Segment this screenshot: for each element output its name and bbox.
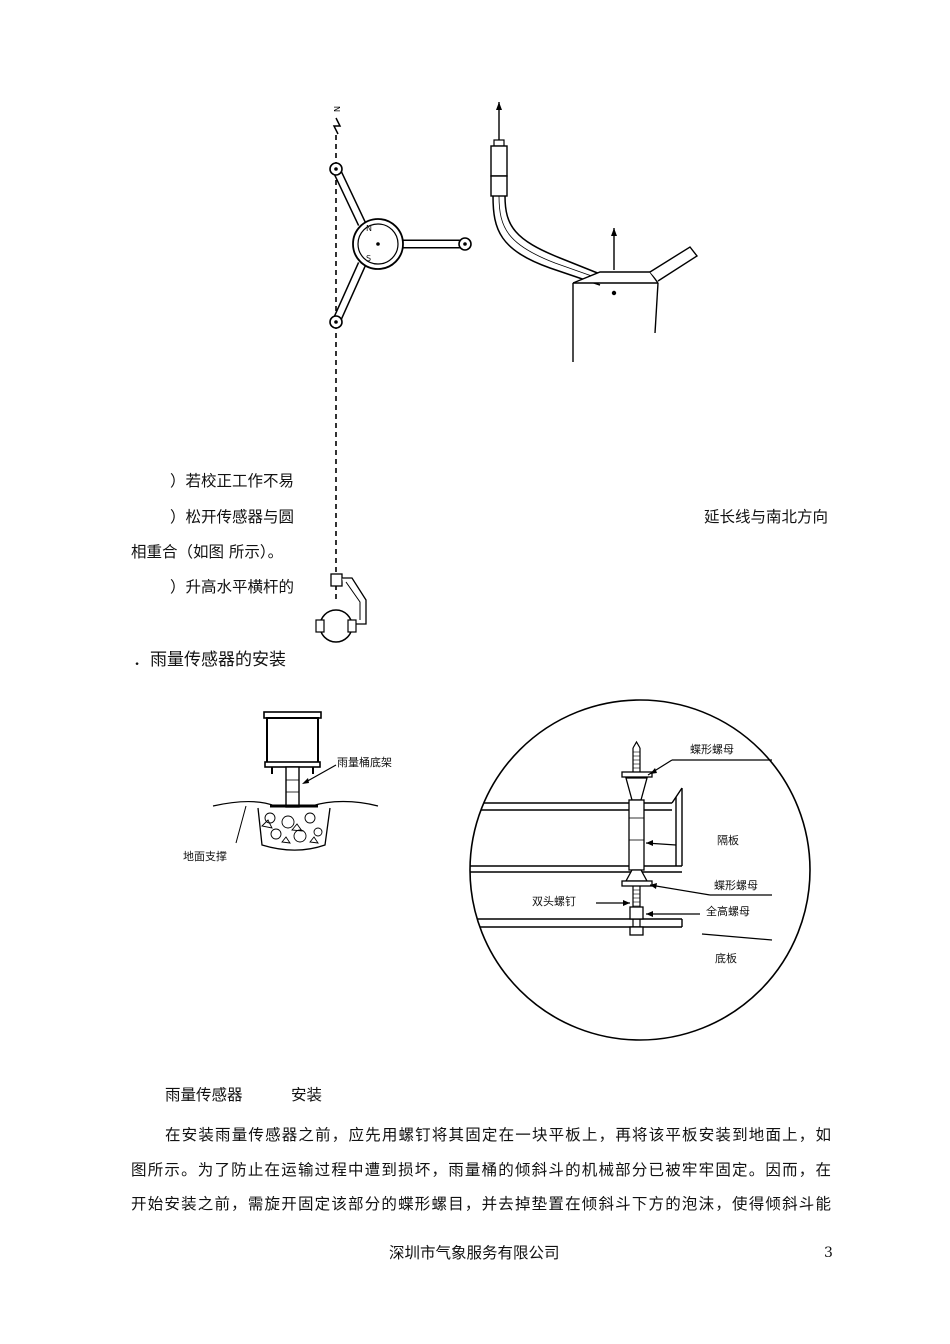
figure-caption-right: 安装 — [291, 1086, 323, 1104]
wind-text-line3: 相重合（如图 所示）。 — [131, 543, 284, 561]
paragraph-line-3: 开始安装之前，需旋开固定该部分的蝶形螺目，并去掉垫置在倾斜斗下方的泡沫，使得倾斜… — [131, 1195, 831, 1213]
wind-text-line2-left: ）松开传感器与圆 — [170, 508, 295, 526]
wind-text-line4: ）升高水平横杆的 — [170, 578, 295, 596]
wind-text-line2-right: 延长线与南北方向 — [704, 508, 829, 526]
footer-company: 深圳市气象服务有限公司 — [389, 1244, 560, 1262]
paragraph-line-1: 在安装雨量传感器之前，应先用螺钉将其固定在一块平板上，再将该平板安装到地面上，如 — [165, 1126, 831, 1144]
tipping-bucket-detail-diagram — [469, 699, 811, 1041]
rain-gauge-base-diagram — [212, 711, 379, 851]
double-screw-label: 双头螺钉 — [532, 895, 576, 908]
section-heading: ．雨量传感器的安装 — [133, 650, 286, 670]
wing-nut-top-label: 蝶形螺母 — [690, 743, 734, 756]
wind-text-line1: ）若校正工作不易 — [170, 472, 295, 490]
compass-n-label: N — [366, 224, 372, 233]
page-number: 3 — [824, 1245, 833, 1261]
wing-nut-mid-label: 蝶形螺母 — [714, 879, 758, 892]
svg-text:N: N — [332, 106, 341, 112]
ground-support-label: 地面支撑 — [183, 850, 227, 863]
anemometer-top-view-diagram: N — [315, 106, 472, 643]
figure-caption-left: 雨量传感器 — [165, 1086, 243, 1104]
compass-s-label: S — [366, 254, 372, 263]
bottom-plate-label: 底板 — [715, 952, 737, 965]
mounting-bracket-diagram — [490, 102, 699, 362]
base-frame-label: 雨量桶底架 — [337, 756, 392, 769]
full-nut-label: 全高螺母 — [706, 905, 750, 918]
paragraph-line-2: 图所示。为了防止在运输过程中遭到损坏，雨量桶的倾斜斗的机械部分已被牢牢固定。因而… — [131, 1161, 831, 1179]
partition-label: 隔板 — [717, 834, 739, 847]
